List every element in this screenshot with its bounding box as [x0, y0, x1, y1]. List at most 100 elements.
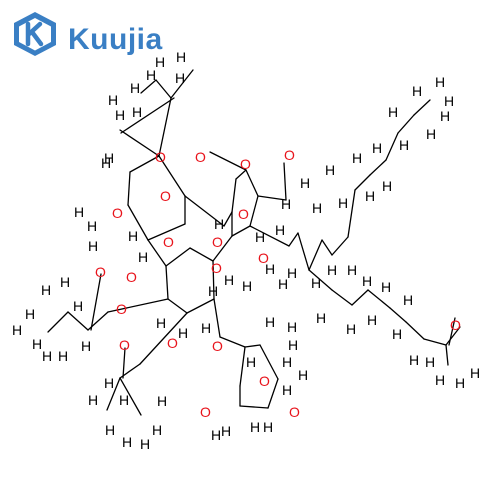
bond [235, 169, 247, 180]
bond [249, 225, 290, 247]
hydrogen-atom-label: H [440, 108, 450, 124]
hydrogen-atom-label: H [347, 262, 357, 278]
bond-layer [47, 69, 461, 416]
bond [397, 114, 415, 134]
oxygen-atom-label: O [240, 156, 251, 172]
hydrogen-atom-label: H [409, 352, 419, 368]
double-bond [448, 317, 456, 346]
oxygen-atom-label: O [289, 404, 300, 420]
hydrogen-atom-label: H [311, 275, 321, 291]
bond [158, 155, 186, 197]
bond [231, 178, 237, 213]
hydrogen-atom-label: H [372, 140, 382, 156]
oxygen-atom-label: O [160, 188, 171, 204]
bond [385, 132, 399, 161]
hydrogen-atom-label: H [365, 188, 375, 204]
hydrogen-atom-label: H [178, 325, 188, 341]
bond [167, 298, 188, 314]
hydrogen-atom-label: H [156, 315, 166, 331]
bond [321, 239, 333, 256]
hydrogen-atom-label: H [367, 312, 377, 328]
hydrogen-atom-label: H [132, 104, 142, 120]
bond [127, 204, 149, 241]
hydrogen-atom-label: H [201, 320, 211, 336]
hydrogen-atom-label: H [263, 419, 273, 435]
oxygen-atom-label: O [112, 205, 123, 221]
hydrogen-atom-label: H [435, 74, 445, 90]
hydrogen-atom-label: H [42, 348, 52, 364]
oxygen-atom-label: O [450, 317, 461, 333]
bond [239, 346, 246, 387]
bond [244, 344, 261, 348]
bond [245, 169, 259, 197]
bond [107, 298, 169, 313]
bond [249, 195, 259, 227]
hydrogen-atom-label: H [392, 326, 402, 342]
hydrogen-atom-label: H [338, 195, 348, 211]
bond [445, 326, 461, 346]
hydrogen-atom-label: H [87, 218, 97, 234]
hydrogen-atom-label: H [122, 434, 132, 450]
bond [219, 336, 246, 348]
bond [119, 129, 160, 157]
hydrogen-atom-label: H [152, 422, 162, 438]
hydrogen-atom-label: H [455, 375, 465, 391]
hydrogen-atom-label: H [265, 314, 275, 330]
oxygen-atom-label: O [116, 301, 127, 317]
hydrogen-atom-label: H [221, 423, 231, 439]
bond [259, 344, 279, 380]
oxygen-atom-label: O [258, 250, 269, 266]
bond [212, 235, 233, 262]
oxygen-atom-label: O [284, 147, 295, 163]
bond [147, 239, 167, 267]
bond [139, 312, 188, 365]
hydrogen-atom-label: H [388, 104, 398, 120]
hydrogen-atom-label: H [155, 54, 165, 70]
hydrogen-atom-label: H [265, 261, 275, 277]
double-bond [122, 347, 126, 379]
hydrogen-atom-label: H [425, 354, 435, 370]
hydrogen-atom-label: H [104, 150, 114, 166]
oxygen-atom-label: O [200, 404, 211, 420]
hydrogen-atom-label: H [208, 283, 218, 299]
bond [158, 97, 172, 157]
bond [106, 377, 121, 411]
hydrogen-atom-label: H [176, 49, 186, 65]
bond [140, 79, 157, 94]
bond [189, 247, 214, 262]
bond [186, 298, 215, 314]
bond [223, 211, 233, 227]
bond [231, 225, 251, 237]
oxygen-atom-label: O [163, 234, 174, 250]
hydrogen-atom-label: H [73, 298, 83, 314]
bond [129, 155, 160, 173]
oxygen-atom-label: O [195, 149, 206, 165]
bond [351, 289, 369, 306]
hydrogen-atom-label: H [41, 282, 51, 298]
bond [331, 236, 349, 256]
hydrogen-atom-label: H [242, 278, 252, 294]
hydrogen-atom-label: H [32, 336, 42, 352]
bond [413, 99, 431, 116]
hydrogen-atom-label: H [325, 162, 335, 178]
hydrogen-atom-label: H [140, 436, 150, 452]
hydrogen-atom-label: H [275, 222, 285, 238]
bond [297, 232, 310, 271]
double-bond [90, 273, 102, 331]
bond [47, 311, 69, 333]
hydrogen-atom-label: H [403, 292, 413, 308]
bond [127, 171, 131, 206]
bond [283, 162, 287, 201]
bond [119, 377, 142, 416]
hydrogen-atom-label: H [435, 372, 445, 388]
hydrogen-atom-label: H [444, 93, 454, 109]
bond [331, 289, 353, 306]
hydrogen-atom-label: H [138, 249, 148, 265]
hydrogen-atom-label: H [146, 67, 156, 83]
bond [155, 79, 172, 99]
oxygen-atom-label: O [238, 206, 249, 222]
bond [445, 344, 449, 366]
hydrogen-atom-label: H [157, 393, 167, 409]
hydrogen-atom-label: H [214, 216, 224, 232]
